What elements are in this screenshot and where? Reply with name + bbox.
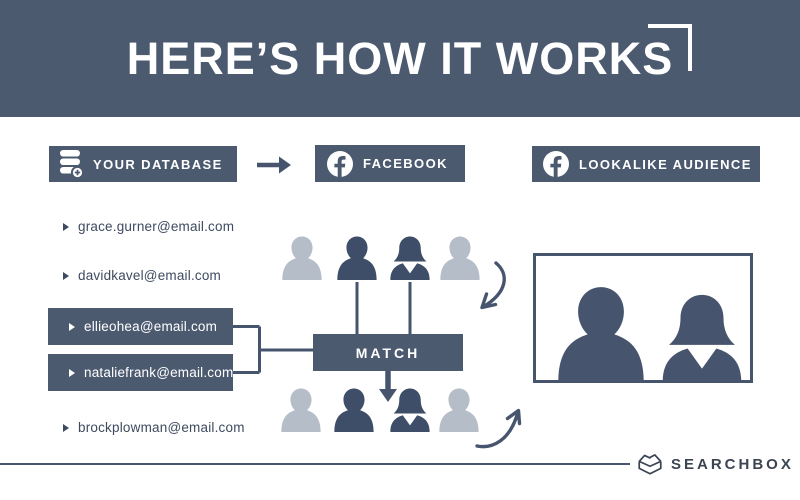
- email-item: davidkavel@email.com: [63, 268, 221, 283]
- brand-name: SEARCHBOX: [671, 456, 794, 473]
- facebook-text: FACEBOOK: [363, 156, 448, 171]
- facebook-label: FACEBOOK: [315, 145, 465, 182]
- match-box: MATCH: [313, 334, 463, 371]
- bullet-triangle-icon: [69, 322, 75, 331]
- bullet-triangle-icon: [63, 222, 69, 231]
- email-item: grace.gurner@email.com: [63, 219, 234, 234]
- email-item-highlighted: ellieohea@email.com: [48, 308, 233, 345]
- your-database-text: YOUR DATABASE: [93, 156, 223, 172]
- person-silhouette-light: [281, 388, 321, 433]
- match-label: MATCH: [355, 344, 421, 361]
- facebook-icon: [327, 150, 353, 177]
- person-silhouette-light: [440, 236, 480, 281]
- email-item-highlighted: nataliefrank@email.com: [48, 354, 233, 391]
- right-arrow-icon: [257, 156, 291, 174]
- lookalike-audience-frame: [533, 253, 753, 383]
- facebook-icon: [543, 151, 569, 177]
- person-silhouette-matched-male: [337, 236, 377, 281]
- corner-bracket-decoration: [648, 24, 692, 71]
- bullet-triangle-icon: [69, 368, 75, 377]
- lookalike-female-silhouette: [662, 294, 742, 380]
- email-address: nataliefrank@email.com: [84, 365, 234, 380]
- person-silhouette-matched-female: [390, 388, 430, 433]
- person-silhouette-matched-male: [334, 388, 374, 433]
- footer-divider-line: [0, 463, 630, 465]
- email-address: grace.gurner@email.com: [78, 219, 235, 234]
- lookalike-audience-text: LOOKALIKE AUDIENCE: [579, 156, 752, 172]
- bullet-triangle-icon: [63, 423, 69, 432]
- page-title: HERE’S HOW IT WORKS: [126, 32, 674, 84]
- email-address: ellieohea@email.com: [84, 319, 218, 334]
- open-box-icon: [638, 454, 662, 475]
- email-address: davidkavel@email.com: [78, 268, 222, 283]
- email-item: brockplowman@email.com: [63, 420, 245, 435]
- lookalike-male-silhouette: [558, 287, 644, 380]
- person-silhouette-light: [282, 236, 322, 281]
- person-silhouette-matched-female: [390, 236, 430, 281]
- person-silhouette-light: [439, 388, 479, 433]
- lookalike-audience-label: LOOKALIKE AUDIENCE: [532, 146, 760, 182]
- bullet-triangle-icon: [63, 271, 69, 280]
- your-database-label: YOUR DATABASE: [49, 146, 237, 182]
- database-add-icon: [60, 150, 84, 179]
- header-banner: HERE’S HOW IT WORKS: [0, 0, 800, 117]
- email-address: brockplowman@email.com: [78, 420, 245, 435]
